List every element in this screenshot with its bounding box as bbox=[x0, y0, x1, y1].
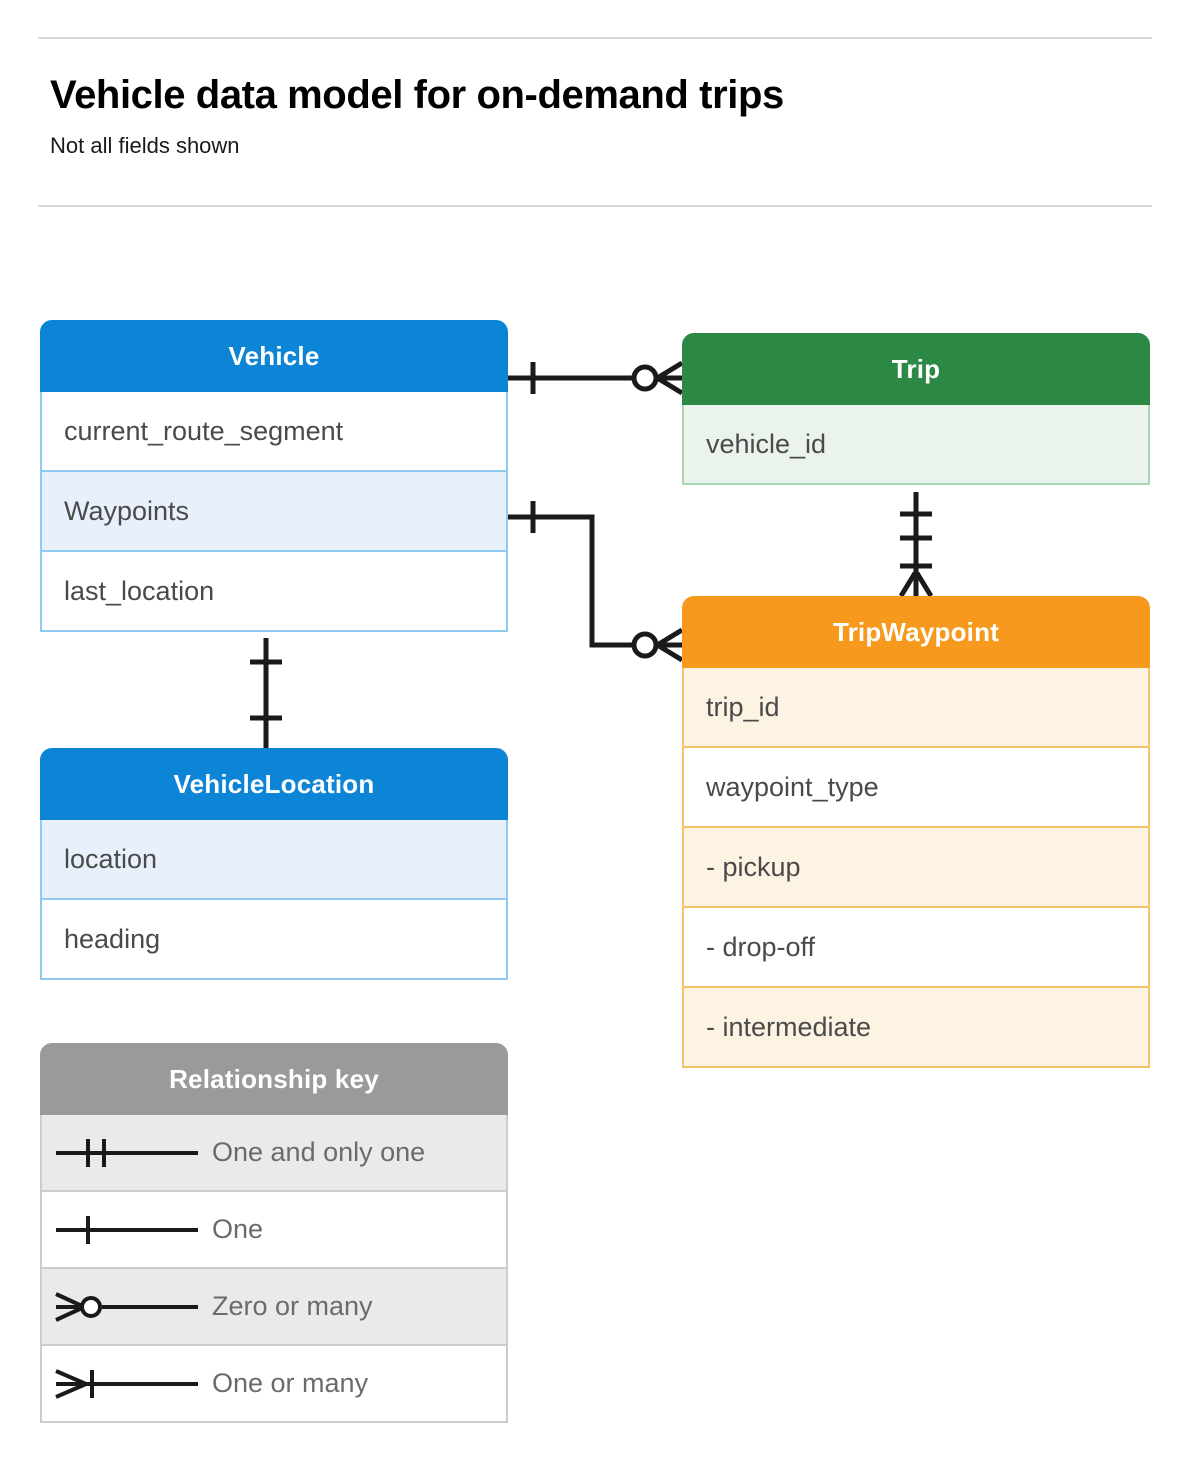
entity-trip-field-vehicle-id[interactable]: vehicle_id bbox=[682, 405, 1150, 485]
entity-vehiclelocation[interactable]: VehicleLocation location heading bbox=[40, 748, 508, 980]
entity-tripwaypoint-value-pickup[interactable]: - pickup bbox=[682, 828, 1150, 908]
legend-row-one-or-many: One or many bbox=[40, 1346, 508, 1423]
entity-tripwaypoint-field-trip-id[interactable]: trip_id bbox=[682, 668, 1150, 748]
entity-tripwaypoint-value-drop-off[interactable]: - drop-off bbox=[682, 908, 1150, 988]
entity-tripwaypoint-field-waypoint-type[interactable]: waypoint_type bbox=[682, 748, 1150, 828]
legend-label-zero-or-many: Zero or many bbox=[212, 1291, 373, 1321]
entity-vehicle-field-last-location[interactable]: last_location bbox=[40, 552, 508, 632]
relationship-key-legend: Relationship key One and only one One bbox=[40, 1043, 508, 1423]
entity-vehiclelocation-field-location[interactable]: location bbox=[40, 820, 508, 900]
entity-vehicle-field-current-route-segment[interactable]: current_route_segment bbox=[40, 392, 508, 472]
header-divider-top bbox=[38, 37, 1152, 39]
legend-label-one-or-many: One or many bbox=[212, 1368, 369, 1398]
entity-trip[interactable]: Trip vehicle_id bbox=[682, 333, 1150, 485]
entity-trip-title: Trip bbox=[682, 333, 1150, 405]
legend-label-one: One bbox=[212, 1214, 264, 1244]
entity-vehiclelocation-title: VehicleLocation bbox=[40, 748, 508, 820]
entity-vehiclelocation-field-heading[interactable]: heading bbox=[40, 900, 508, 980]
entity-tripwaypoint-value-intermediate[interactable]: - intermediate bbox=[682, 988, 1150, 1068]
legend-label-one-and-only-one: One and only one bbox=[212, 1137, 426, 1167]
entity-vehicle-field-waypoints[interactable]: Waypoints bbox=[40, 472, 508, 552]
legend-row-one: One bbox=[40, 1192, 508, 1269]
one-or-many-icon bbox=[42, 1346, 212, 1421]
connector-waypoints-tripwaypoint bbox=[508, 514, 682, 648]
entity-tripwaypoint[interactable]: TripWaypoint trip_id waypoint_type - pic… bbox=[682, 596, 1150, 1068]
entity-tripwaypoint-title: TripWaypoint bbox=[682, 596, 1150, 668]
legend-row-one-and-only-one: One and only one bbox=[40, 1115, 508, 1192]
one-icon bbox=[42, 1192, 212, 1267]
entity-vehicle[interactable]: Vehicle current_route_segment Waypoints … bbox=[40, 320, 508, 632]
page-title: Vehicle data model for on-demand trips bbox=[50, 73, 784, 117]
one-and-only-one-icon bbox=[42, 1115, 212, 1190]
zero-or-many-icon bbox=[42, 1269, 212, 1344]
header-divider-bottom bbox=[38, 205, 1152, 207]
relationship-key-title: Relationship key bbox=[40, 1043, 508, 1115]
page-subtitle: Not all fields shown bbox=[50, 133, 240, 158]
legend-row-zero-or-many: Zero or many bbox=[40, 1269, 508, 1346]
entity-vehicle-title: Vehicle bbox=[40, 320, 508, 392]
